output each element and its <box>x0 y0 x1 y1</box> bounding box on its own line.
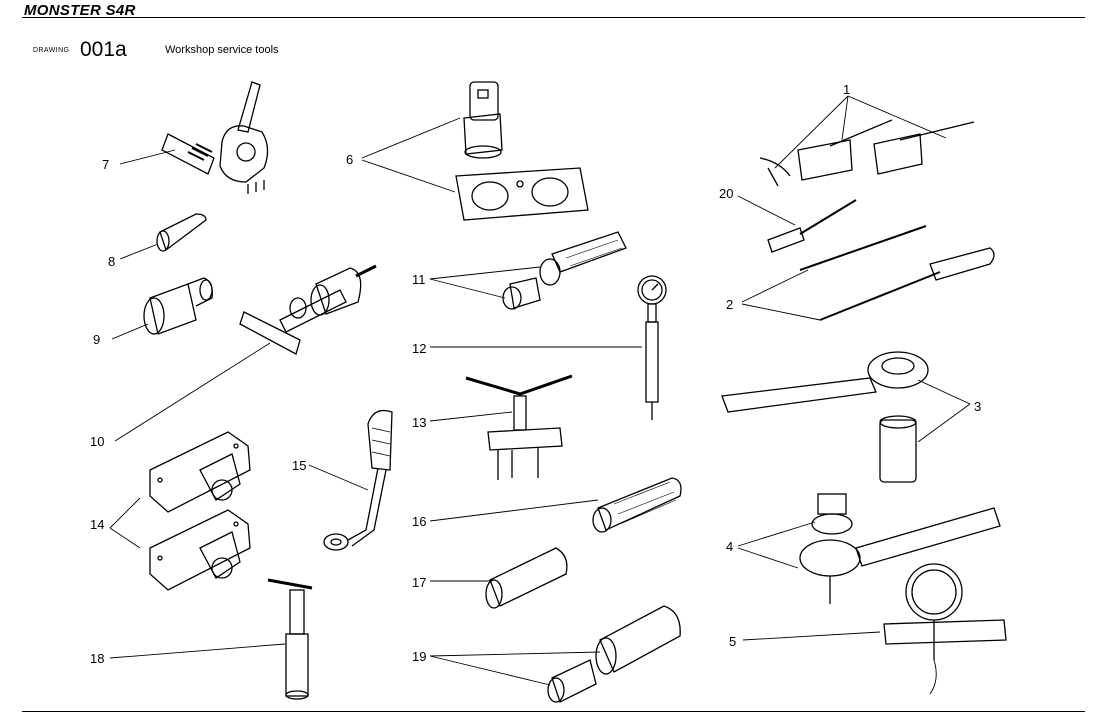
callout-9: 9 <box>93 332 100 347</box>
callout-10: 10 <box>90 434 104 449</box>
tool-13-illustration <box>465 374 573 480</box>
callout-18: 18 <box>90 651 104 666</box>
callout-1: 1 <box>843 82 850 97</box>
model-name: MONSTER S4R <box>24 2 136 19</box>
tool-10-illustration <box>239 264 377 355</box>
drawing-number: 001a <box>80 38 127 61</box>
callout-14: 14 <box>90 517 104 532</box>
callout-11: 11 <box>412 272 426 287</box>
tool-4-illustration <box>799 493 1001 604</box>
tool-20-illustration <box>767 199 857 253</box>
callout-16: 16 <box>412 514 426 529</box>
tool-1-illustration <box>759 119 975 187</box>
callout-13: 13 <box>412 415 426 430</box>
tool-11-illustration <box>502 231 627 310</box>
drawing-label: DRAWING <box>33 47 70 54</box>
callout-3: 3 <box>974 399 981 414</box>
tool-6-illustration <box>455 81 589 221</box>
tool-14-illustration <box>149 431 251 591</box>
callout-6: 6 <box>346 152 353 167</box>
callout-19: 19 <box>412 649 426 664</box>
tool-15-illustration <box>323 409 393 551</box>
tool-2-illustration <box>799 225 995 321</box>
tool-16-illustration <box>592 477 682 533</box>
callout-20: 20 <box>719 186 733 201</box>
callout-8: 8 <box>108 254 115 269</box>
header-rule <box>22 17 1085 18</box>
tool-7-illustration <box>161 81 269 194</box>
tool-3-illustration <box>721 351 929 483</box>
tool-18-illustration <box>267 578 313 700</box>
callout-15: 15 <box>292 458 306 473</box>
callout-5: 5 <box>729 634 736 649</box>
callout-2: 2 <box>726 297 733 312</box>
tool-8-illustration <box>156 213 207 252</box>
tool-19-illustration <box>547 605 681 703</box>
callout-17: 17 <box>412 575 426 590</box>
drawing-title: Workshop service tools <box>165 44 279 56</box>
footer-rule <box>22 711 1085 712</box>
callout-12: 12 <box>412 341 426 356</box>
tool-12-illustration <box>637 275 667 420</box>
tool-9-illustration <box>143 277 213 335</box>
tool-17-illustration <box>485 547 568 609</box>
callout-4: 4 <box>726 539 733 554</box>
callout-7: 7 <box>102 157 109 172</box>
tool-5-illustration <box>883 563 1007 695</box>
leader-lines <box>109 95 971 686</box>
